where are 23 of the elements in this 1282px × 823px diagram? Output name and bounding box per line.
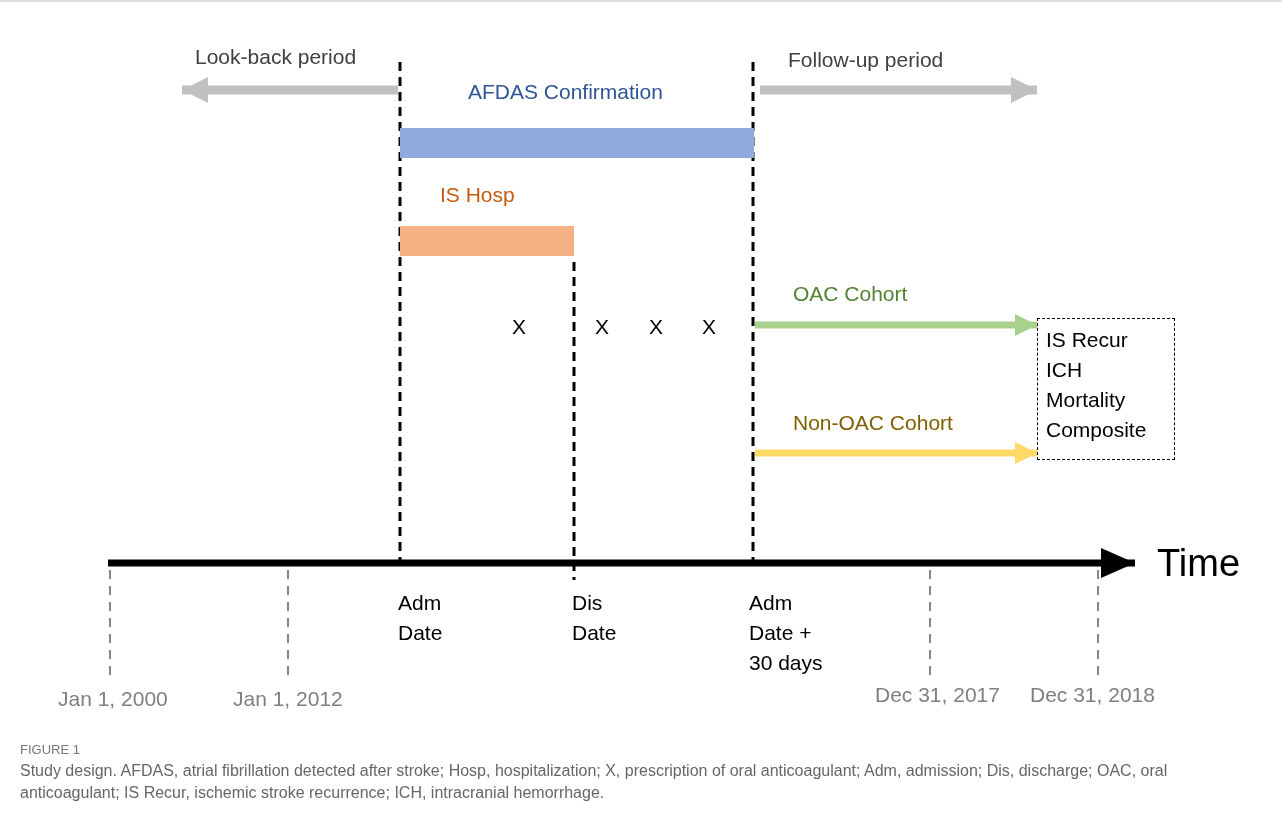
date-label: Dec 31, 2017: [875, 683, 1000, 707]
outcome-text: IS Recur: [1046, 327, 1129, 353]
outcome-text: Composite: [1046, 417, 1148, 443]
prescription-mark: X: [649, 315, 663, 339]
outcome-text: ICH: [1046, 357, 1084, 383]
event-label: Adm Date + 30 days: [749, 590, 824, 676]
event-label: Dis Date: [572, 590, 618, 646]
figure-number: FIGURE 1: [20, 742, 80, 757]
prescription-mark: X: [512, 315, 526, 339]
caption: Study design. AFDAS, atrial fibrillation detected after stroke; Hosp, hospitalization; X, prescription of oral anticoagulant; Adm, admission; Dis, discharge; OAC, oral anticoagulant; IS Recur, ischemic stroke recurrence; ICH, intracranial hemorrhage.: [20, 761, 1169, 803]
date-label: Dec 31, 2018: [1030, 683, 1155, 707]
date-label: Jan 1, 2012: [233, 687, 343, 711]
outcome-text: Mortality: [1046, 387, 1127, 413]
prescription-mark: X: [702, 315, 716, 339]
date-label: Jan 1, 2000: [58, 687, 168, 711]
period-label: Look-back period: [195, 45, 357, 69]
bar-label: AFDAS Confirmation: [468, 80, 663, 104]
period-label: Follow-up period: [788, 48, 944, 72]
bar-label: IS Hosp: [440, 183, 515, 207]
axis-label: Time: [1157, 542, 1241, 585]
event-label: Adm Date: [398, 590, 444, 646]
prescription-mark: X: [595, 315, 609, 339]
outcome-box: [1037, 318, 1175, 460]
